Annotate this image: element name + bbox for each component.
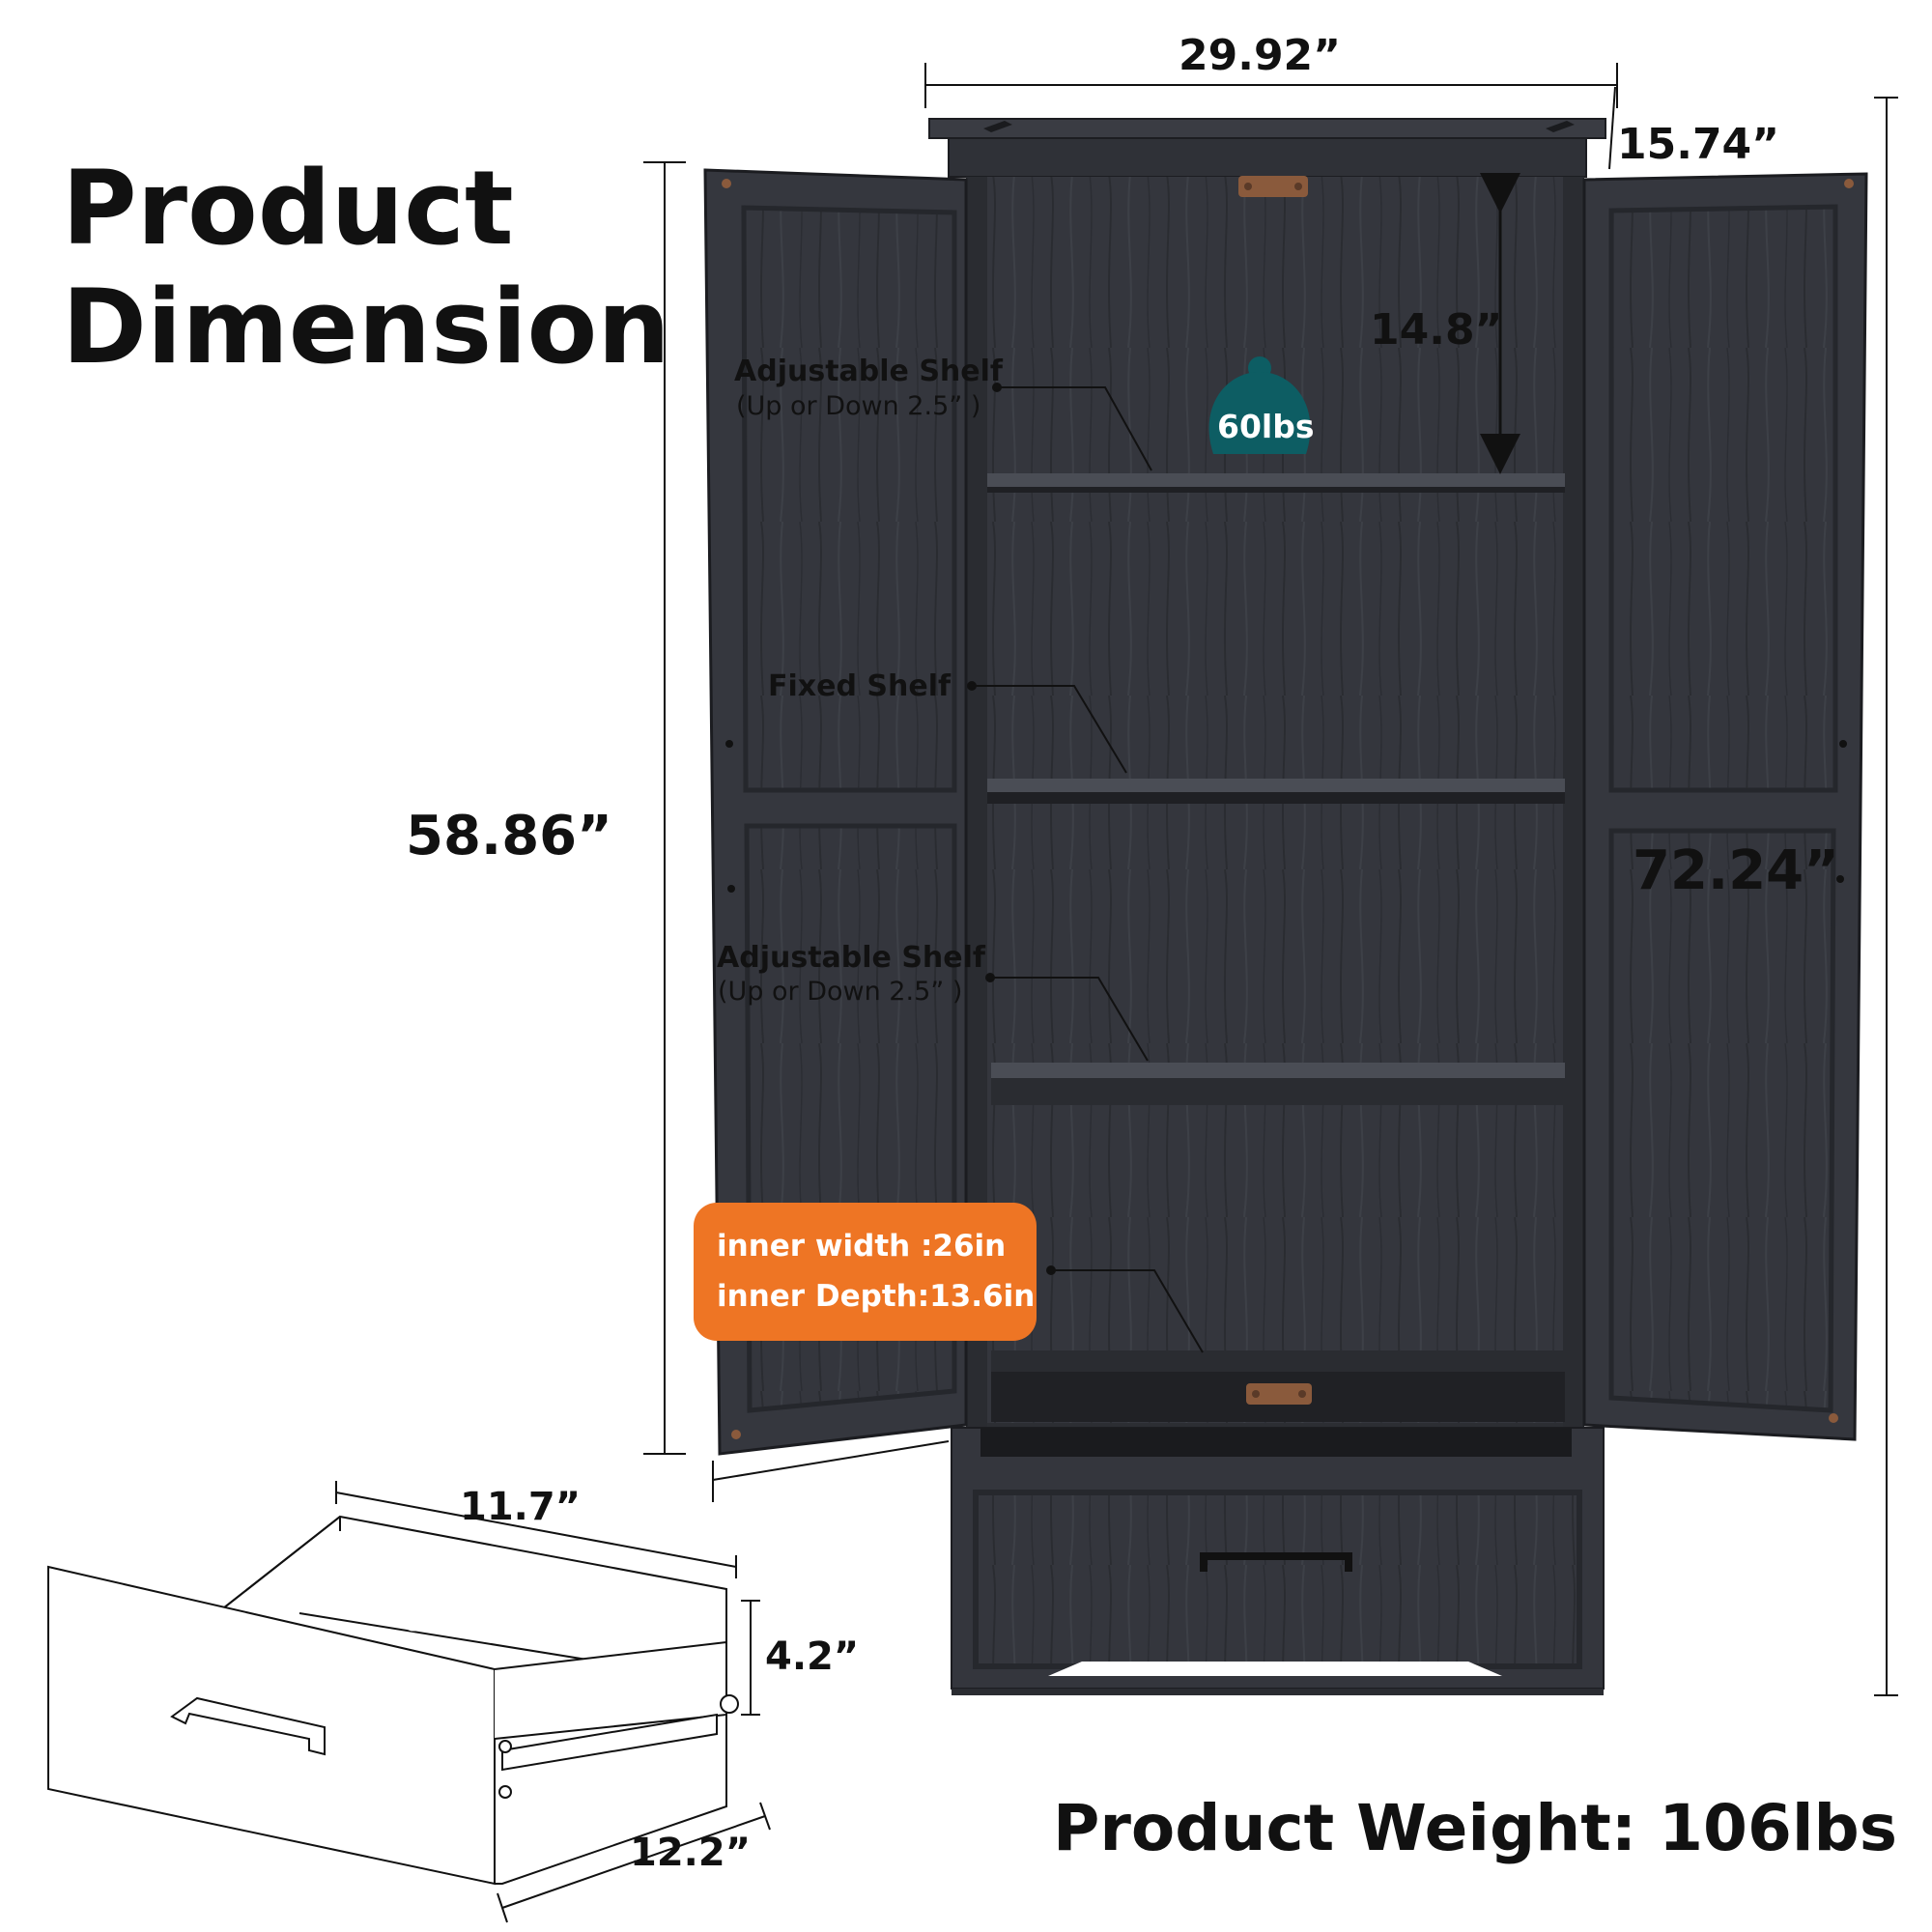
drawer-pull-handle — [170, 1696, 326, 1756]
adjustable-shelf-bottom — [991, 1063, 1565, 1105]
fixed-shelf-label: Fixed Shelf — [768, 669, 952, 703]
width-dimension-line — [924, 63, 1618, 108]
fixed-shelf — [987, 779, 1565, 804]
drawer-handle — [1200, 1552, 1352, 1572]
drawer-width-label: 11.7” — [460, 1485, 581, 1529]
adjustable-shelf-bottom-note: (Up or Down 2.5” ) — [718, 977, 963, 1007]
cabinet-height-label: 58.86” — [406, 805, 612, 867]
inner-width-text: inner width :26in — [717, 1229, 1007, 1264]
adjustable-shelf-bottom-label: Adjustable Shelf — [717, 941, 985, 975]
depth-dimension-label: 15.74” — [1617, 120, 1780, 169]
adjustable-shelf-top-note: (Up or Down 2.5” ) — [736, 391, 981, 421]
inner-height-label: 14.8” — [1370, 305, 1503, 355]
door-depth-line — [712, 1440, 950, 1502]
shelf-capacity-text: 60lbs — [1217, 408, 1315, 445]
cabinet-top — [928, 118, 1606, 178]
product-weight: Product Weight: 106lbs — [1053, 1791, 1898, 1865]
total-height-label: 72.24” — [1633, 839, 1839, 902]
page-title: Product Dimension — [62, 149, 670, 386]
leader-lines — [967, 383, 1204, 1353]
top-hinge — [1238, 176, 1308, 197]
inner-dimensions-callout: inner width :26in inner Depth:13.6in — [694, 1203, 1037, 1341]
depth-dimension-line — [1608, 86, 1616, 170]
drawer-height-label: 4.2” — [765, 1634, 860, 1679]
shelf-weight-badge — [1208, 356, 1311, 454]
total-height-dimension-line — [1874, 97, 1898, 1696]
cabinet-body — [966, 177, 1584, 1452]
cabinet-height-dimension-line — [643, 161, 686, 1455]
drawer-width-line — [335, 1481, 737, 1578]
drawer-height-line — [741, 1600, 760, 1716]
drawer-line-drawing — [47, 1515, 739, 1886]
inner-depth-text: inner Depth:13.6in — [717, 1279, 1036, 1314]
bottom-hinge — [1246, 1383, 1312, 1405]
adjustable-shelf-top — [987, 473, 1565, 493]
right-door — [1582, 172, 1868, 1441]
drawer-capacity-text: 60lbs — [402, 1601, 499, 1638]
drawer-depth-line — [497, 1802, 771, 1923]
drawer-depth-label: 12.2” — [630, 1831, 751, 1875]
width-dimension-label: 29.92” — [1179, 31, 1342, 80]
bottom-shelf — [991, 1350, 1565, 1422]
adjustable-shelf-top-label: Adjustable Shelf — [734, 355, 1003, 388]
cabinet-drawer — [951, 1427, 1605, 1695]
